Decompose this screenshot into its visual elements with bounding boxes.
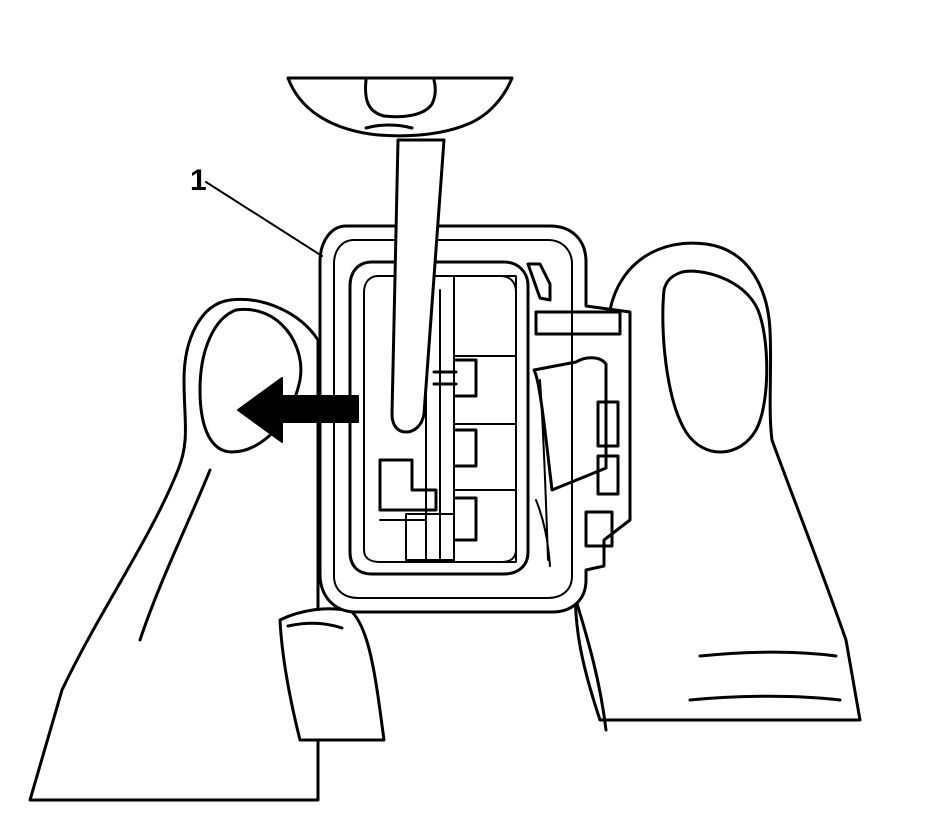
arrow-left-icon <box>237 377 359 443</box>
terminal-tab <box>454 428 478 468</box>
pick-tool-shaft <box>390 138 446 434</box>
connector <box>318 224 632 614</box>
top-finger <box>286 76 514 138</box>
pick-tool <box>390 138 446 434</box>
top-finger-knuckle <box>364 123 414 130</box>
top-fingernail <box>364 78 437 119</box>
direction-arrow <box>237 377 359 443</box>
terminal-slots <box>378 275 517 563</box>
left-hand <box>28 297 386 802</box>
terminal-tab <box>454 358 478 398</box>
terminal-lock <box>405 513 455 561</box>
lower-finger <box>278 607 386 742</box>
right-fingernail <box>661 269 769 454</box>
terminal-tab <box>378 458 438 512</box>
latch-tab <box>526 262 552 302</box>
connector-rim <box>333 239 573 599</box>
latch-spring <box>535 379 551 567</box>
connector-latch <box>526 262 622 567</box>
top-hand <box>286 76 514 138</box>
connector-cavity-wall <box>348 260 530 576</box>
callout-label: 1 <box>190 164 207 197</box>
left-thumb <box>28 297 320 802</box>
right-finger-crease-2 <box>688 694 842 702</box>
terminal-tab <box>432 370 458 386</box>
latch-bottom-clip <box>584 510 614 548</box>
right-finger-side <box>574 598 608 732</box>
latch-arm <box>532 356 608 492</box>
latch-lock-window <box>596 400 620 496</box>
right-hand <box>573 241 862 732</box>
latch-step <box>534 310 622 336</box>
left-thumbnail <box>198 307 303 454</box>
left-finger-crease <box>138 468 212 642</box>
callout-1: 1 <box>190 164 323 257</box>
right-finger <box>573 241 862 722</box>
lower-finger-crease <box>286 621 344 630</box>
terminal-tab <box>454 496 478 542</box>
callout-leader-line <box>205 181 323 257</box>
right-finger-crease-1 <box>698 650 838 658</box>
